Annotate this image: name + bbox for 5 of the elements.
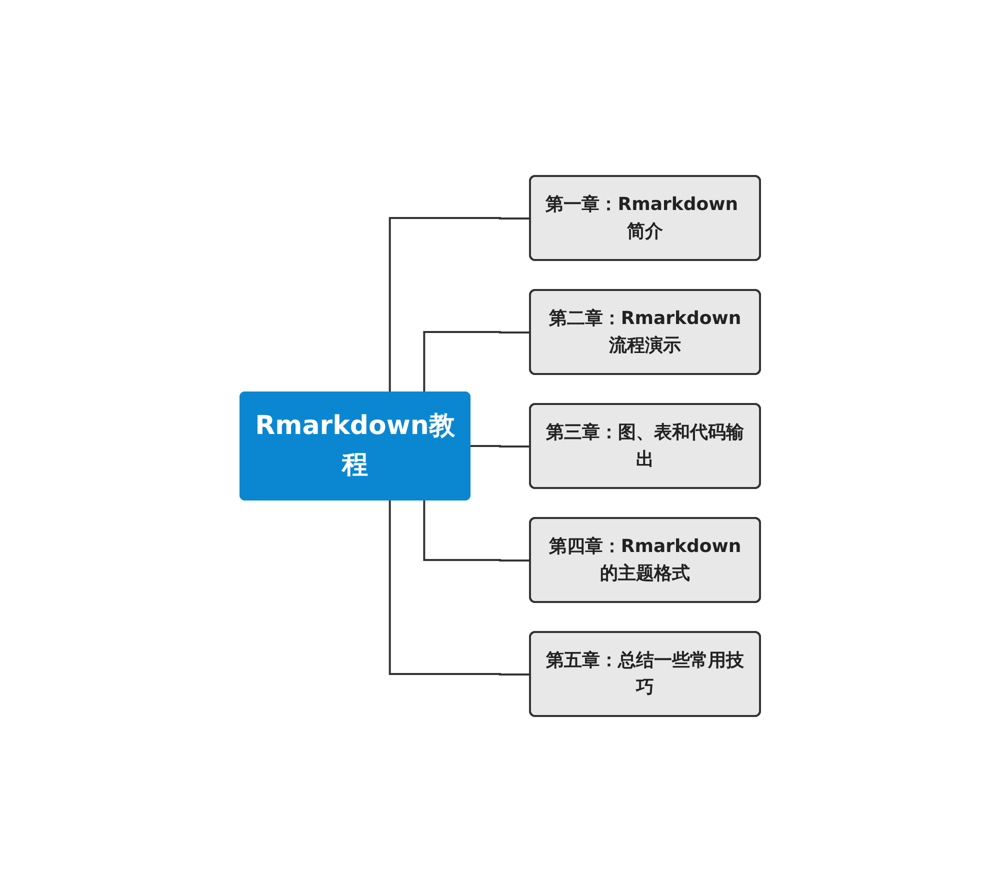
connector: [388, 217, 530, 392]
connector: [423, 331, 530, 392]
connector: [470, 445, 530, 448]
connector: [388, 500, 530, 676]
connector: [423, 500, 530, 562]
